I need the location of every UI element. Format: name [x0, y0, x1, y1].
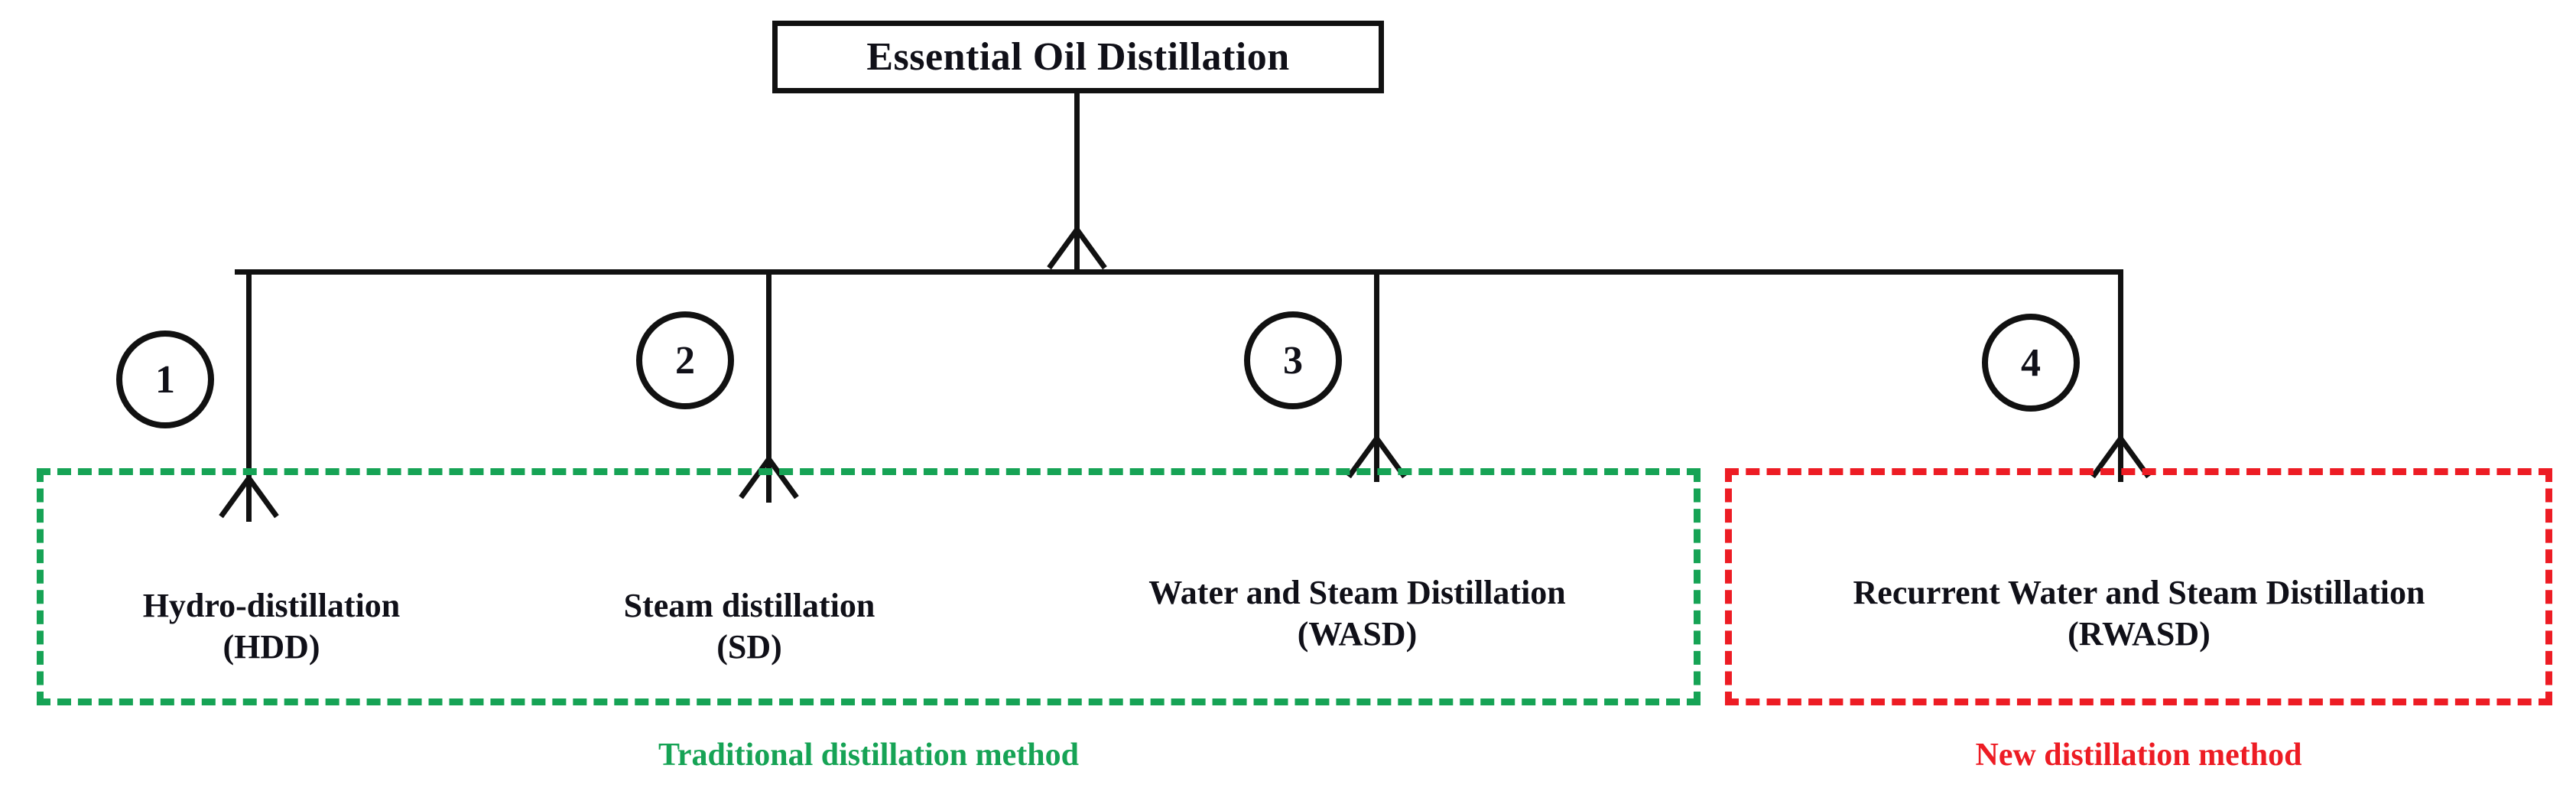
method-label-wasd-line1: Water and Steam Distillation — [1148, 574, 1566, 611]
root-node-label: Essential Oil Distillation — [866, 35, 1290, 79]
branch-1-line — [246, 269, 252, 522]
method-label-rwasd-line2: (RWASD) — [2068, 614, 2211, 653]
branch-1-number-badge: 1 — [116, 330, 214, 428]
group-caption-new: New distillation method — [1975, 738, 2302, 773]
group-caption-traditional: Traditional distillation method — [658, 738, 1079, 773]
branch-4-line — [2118, 269, 2123, 482]
method-label-rwasd: Recurrent Water and Steam Distillation (… — [1743, 572, 2535, 654]
method-label-hdd-line2: (HDD) — [223, 627, 320, 666]
branch-2-line — [766, 269, 772, 503]
branch-bus-line — [235, 269, 2123, 275]
branch-3-number-label: 3 — [1283, 338, 1303, 383]
branch-4-number-label: 4 — [2021, 340, 2041, 385]
branch-2-number-badge: 2 — [636, 311, 734, 409]
branch-3-line — [1374, 269, 1379, 482]
root-node-essential-oil-distillation: Essential Oil Distillation — [772, 21, 1384, 93]
group-box-traditional — [37, 468, 1701, 705]
method-label-wasd: Water and Steam Distillation (WASD) — [1036, 572, 1678, 654]
method-label-sd: Steam distillation (SD) — [535, 585, 963, 667]
branch-1-number-label: 1 — [155, 357, 175, 402]
method-label-sd-line1: Steam distillation — [623, 587, 875, 624]
branch-2-number-label: 2 — [675, 338, 695, 383]
method-label-sd-line2: (SD) — [716, 627, 782, 666]
group-box-new — [1725, 468, 2552, 705]
method-label-wasd-line2: (WASD) — [1297, 614, 1418, 653]
branch-3-number-badge: 3 — [1244, 311, 1342, 409]
method-label-hdd: Hydro-distillation (HDD) — [46, 585, 497, 667]
method-label-rwasd-line1: Recurrent Water and Steam Distillation — [1853, 574, 2425, 611]
root-connector-line — [1074, 93, 1080, 272]
branch-4-number-badge: 4 — [1982, 314, 2080, 412]
method-label-hdd-line1: Hydro-distillation — [142, 587, 401, 624]
